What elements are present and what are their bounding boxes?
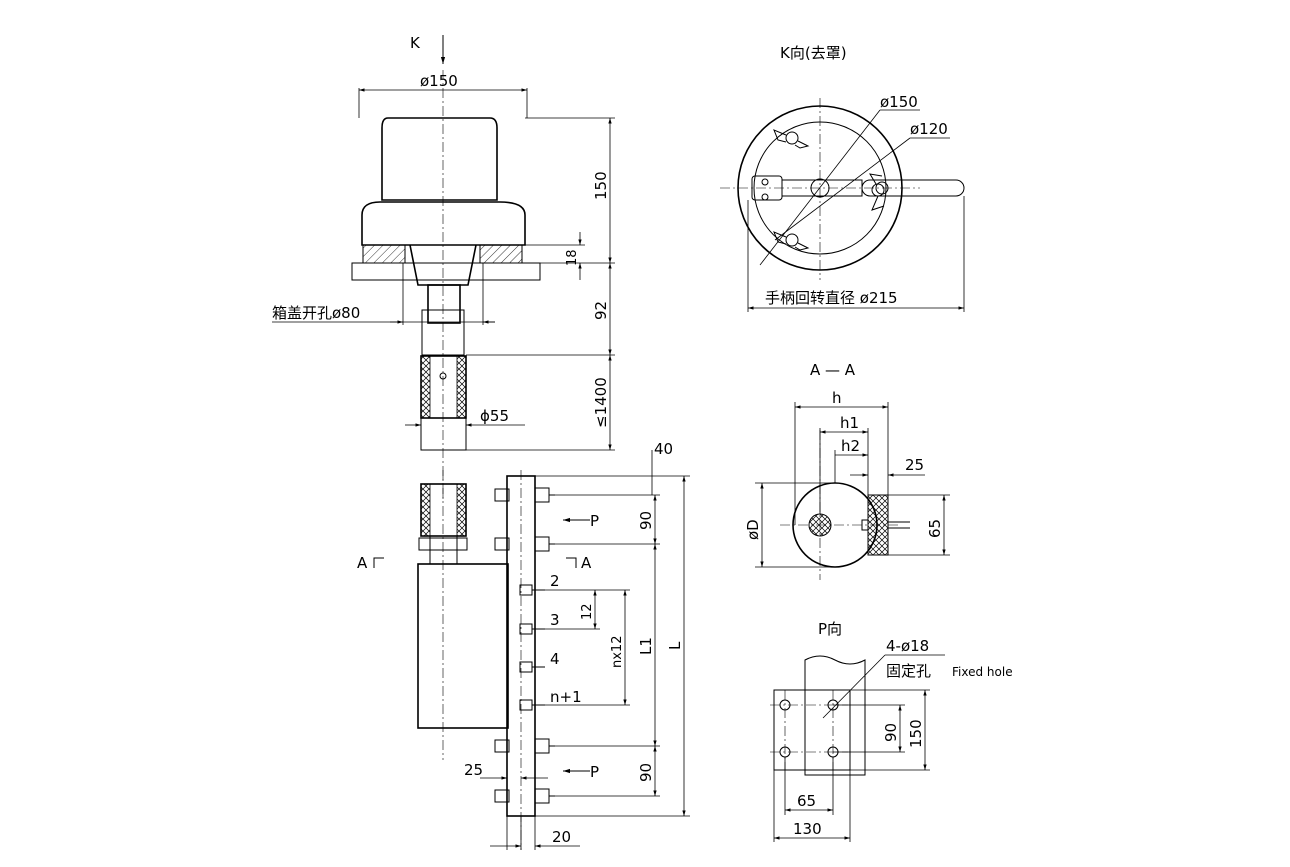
flange-right — [479, 244, 523, 264]
k-view-title: K向(去罩) — [780, 44, 847, 62]
bolt-top-1 — [494, 487, 555, 503]
p-view-bar — [804, 655, 866, 776]
dim-25-section: 25 — [905, 456, 924, 474]
tap-terminal-2 — [519, 584, 545, 596]
k-dia-120: ø120 — [910, 120, 948, 138]
p-dim-150: 150 — [907, 719, 925, 748]
cover-hole-label: 箱盖开孔ø80 — [272, 304, 360, 322]
dim-nx12: nx12 — [610, 636, 625, 668]
tap-terminal-n1 — [519, 699, 545, 711]
handle-cover — [381, 117, 498, 201]
section-mark-left: A — [357, 554, 368, 572]
p-dim-90: 90 — [882, 723, 900, 742]
p-dim-65: 65 — [797, 792, 816, 810]
cover-base — [361, 201, 526, 246]
main-view: K ø150 150 18 — [272, 34, 615, 500]
dim-h2: h2 — [841, 437, 860, 455]
handle-dia-note: 手柄回转直径 ø215 — [765, 289, 898, 307]
bolt-bottom-2 — [494, 788, 555, 804]
dim-150: 150 — [592, 171, 610, 200]
flange-left — [362, 244, 406, 264]
dim-25-bottom: 25 — [464, 761, 483, 779]
wing-nut-top — [773, 129, 810, 149]
section-title: A — A — [810, 361, 856, 379]
dim-90-top: 90 — [637, 511, 655, 530]
hole-label-cn: 固定孔 — [886, 662, 931, 680]
dim-65-section: 65 — [926, 519, 944, 538]
tap-label-3: 3 — [550, 611, 560, 629]
p-label-top: P — [590, 512, 599, 530]
dim-L: L — [666, 641, 684, 650]
k-view: K向(去罩) ø150 ø120 — [720, 44, 965, 312]
dim-40: 40 — [654, 440, 673, 458]
wing-nut-bottom — [773, 231, 810, 251]
switch-body-view: 2 3 4 n+1 A A P P 40 90 90 L1 L — [357, 440, 690, 850]
dia-150-label: ø150 — [420, 72, 458, 90]
dim-L1: L1 — [637, 637, 655, 655]
p-view: P向 4-ø18 固定孔 Fixed hole 90 150 — [770, 620, 1013, 842]
section-mark-right: A — [581, 554, 592, 572]
shaft-upper — [427, 284, 461, 324]
tap-terminal-3 — [519, 623, 545, 635]
tap-label-2: 2 — [550, 572, 560, 590]
dim-1400: ≤1400 — [592, 377, 610, 428]
tap-label-n1: n+1 — [550, 688, 582, 706]
bolt-bottom-1 — [494, 738, 555, 754]
dim-h1: h1 — [840, 414, 859, 432]
hole-spec: 4-ø18 — [886, 637, 929, 655]
dim-12: 12 — [580, 603, 595, 620]
dim-20: 20 — [552, 828, 571, 846]
tap-terminal-4 — [519, 661, 545, 673]
tap-label-4: 4 — [550, 650, 560, 668]
shaft-dia-label: ϕ55 — [480, 407, 509, 425]
wing-nut-right — [869, 173, 885, 211]
dim-h: h — [832, 389, 842, 407]
tank-cover — [351, 262, 541, 281]
k-arrow-label: K — [410, 34, 421, 52]
dim-18: 18 — [565, 249, 580, 266]
dim-dia-D: øD — [744, 519, 762, 540]
hole-label-en: Fixed hole — [952, 665, 1013, 679]
handle — [861, 179, 965, 197]
section-aa-view: A — A h h1 h2 25 øD 65 — [744, 361, 950, 580]
dim-90-bottom: 90 — [637, 763, 655, 782]
dim-92: 92 — [592, 301, 610, 320]
p-label-bottom: P — [590, 763, 599, 781]
bolt-top-2 — [494, 536, 555, 552]
switch-housing — [417, 563, 509, 729]
p-dim-130: 130 — [793, 820, 822, 838]
p-view-plate — [773, 689, 851, 771]
fixing-holes — [770, 690, 848, 770]
k-dia-150: ø150 — [880, 93, 918, 111]
p-view-title: P向 — [818, 620, 842, 638]
